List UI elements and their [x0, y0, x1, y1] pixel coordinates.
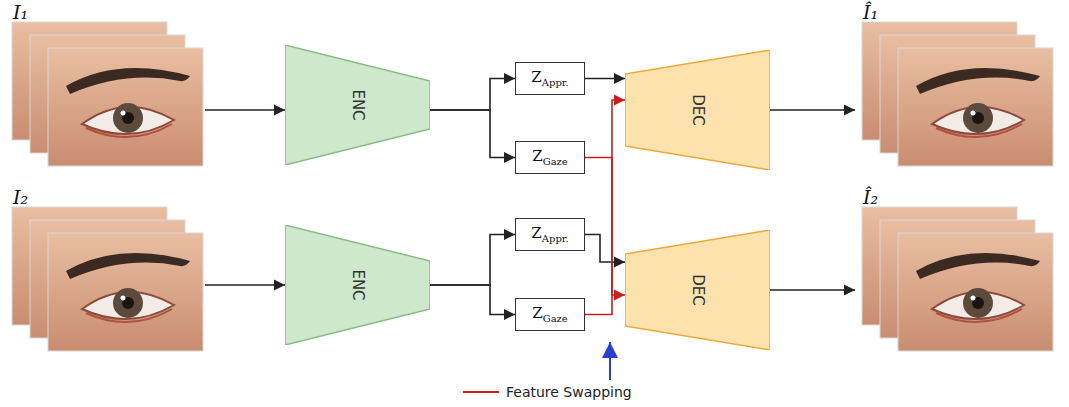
latent-box: ZGaze: [515, 141, 585, 174]
swap-connector: [585, 100, 625, 315]
image-label: I₂: [13, 188, 28, 207]
connector-arrow: [585, 235, 625, 263]
output-image-stack: [862, 207, 1053, 351]
block-label: ENC: [348, 89, 366, 120]
legend-line: [463, 391, 499, 393]
latent-box: ZAppr.: [515, 218, 585, 251]
input-image-stack: [12, 207, 203, 351]
legend-item: Feature Swapping: [462, 384, 632, 400]
connector-arrow: [770, 109, 855, 111]
trapezoid-outline: [285, 225, 430, 345]
decoder-trapezoid: DEC: [625, 230, 770, 350]
trapezoid-outline: [625, 230, 770, 350]
encoder-trapezoid: ENC: [285, 225, 430, 345]
connector-arrow: [205, 109, 285, 111]
latent-box: ZAppr.: [515, 62, 585, 95]
image-label: Î₂: [863, 188, 878, 207]
image-label: I₁: [13, 3, 28, 22]
latent-label: ZGaze: [532, 149, 568, 167]
connector-arrow: [430, 285, 515, 315]
latent-label: ZGaze: [532, 306, 568, 324]
latent-label: ZAppr.: [531, 70, 568, 88]
latent-label: ZAppr.: [531, 226, 568, 244]
output-image-stack: [862, 22, 1053, 166]
decoder-trapezoid: DEC: [625, 50, 770, 170]
encoder-trapezoid: ENC: [285, 45, 430, 165]
block-label: DEC: [688, 274, 706, 306]
image-label: Î₁: [863, 3, 878, 22]
block-label: ENC: [348, 269, 366, 300]
trapezoid-outline: [285, 45, 430, 165]
pointer-arrow: [609, 342, 611, 380]
block-label: DEC: [688, 94, 706, 126]
legend-line-sample: [462, 386, 500, 398]
eye-image-stack: I₁: [5, 3, 205, 171]
eye-image-stack: Î₁: [855, 3, 1055, 171]
latent-box: ZGaze: [515, 298, 585, 331]
eye-image-stack: I₂: [5, 188, 205, 356]
eye-image-stack: Î₂: [855, 188, 1055, 356]
swap-connector: [585, 158, 625, 296]
legend-text: Feature Swapping: [506, 384, 632, 400]
connector-arrow: [430, 235, 515, 286]
connector-arrow: [585, 78, 625, 80]
input-image-stack: [12, 22, 203, 166]
connector-arrow: [430, 110, 515, 158]
connector-arrow: [430, 79, 515, 111]
connector-arrow: [770, 289, 855, 291]
connector-arrow: [205, 284, 285, 286]
trapezoid-outline: [625, 50, 770, 170]
